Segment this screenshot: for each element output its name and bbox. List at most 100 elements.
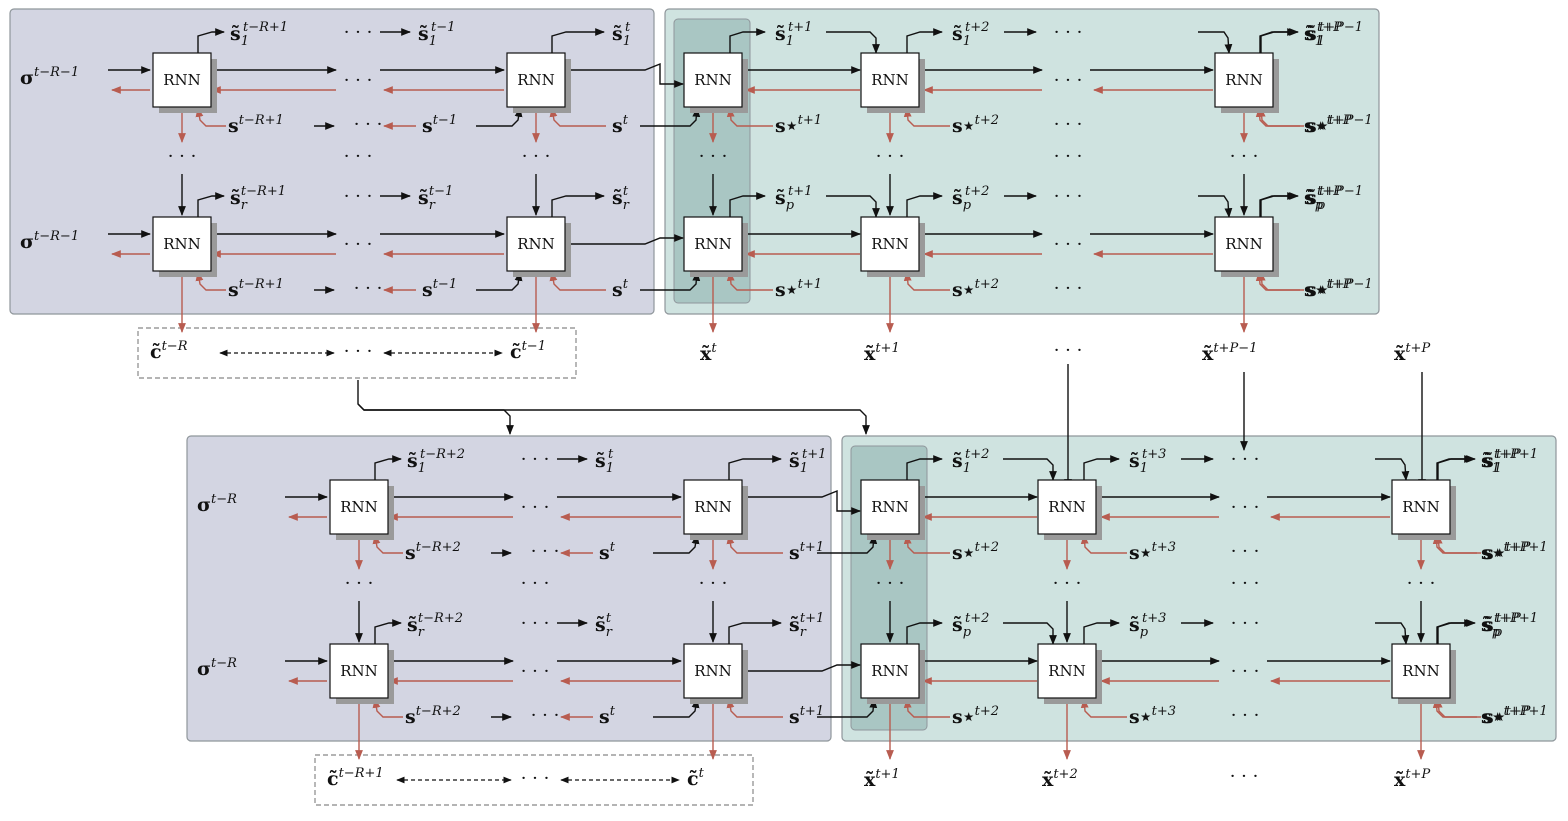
arrow: [1259, 192, 1299, 217]
decoder-target: s⋆t+3: [1129, 540, 1176, 564]
arrow: [817, 534, 878, 554]
input-sigma: σt−R−1: [20, 65, 79, 89]
rnn-label: RNN: [871, 71, 909, 89]
rnn-cell: [329, 479, 389, 535]
decoder-output: s̃1t+P: [1304, 20, 1342, 49]
ellipsis: · · ·: [344, 22, 373, 43]
decoder-output: s̃1t+2: [952, 20, 989, 49]
arrow: [1432, 534, 1477, 554]
ellipsis: · · ·: [344, 341, 373, 362]
arrow: [906, 192, 943, 217]
rnn-label: RNN: [1402, 662, 1440, 680]
prediction-label: x̃t: [700, 341, 717, 365]
ellipsis: · · ·: [521, 573, 550, 594]
ellipsis: · · ·: [531, 541, 560, 562]
rnn-label: RNN: [1225, 235, 1263, 253]
decoder-output: s̃pt+P: [1483, 611, 1521, 640]
rnn-cell: [860, 643, 920, 699]
encoder-output: s̃rt+1: [789, 611, 824, 640]
ellipsis: · · ·: [1054, 234, 1083, 255]
ellipsis: · · ·: [521, 449, 550, 470]
decoder-panel: [841, 435, 1557, 742]
decoder-output: s̃1t+P−1: [1306, 20, 1363, 49]
rnn-cell: [1391, 643, 1451, 699]
arrow: [372, 698, 403, 718]
ellipsis: · · ·: [1231, 541, 1260, 562]
rnn-label: RNN: [871, 498, 909, 516]
ellipsis: · · ·: [1054, 22, 1083, 43]
arrow: [1083, 619, 1120, 644]
arrow: [817, 698, 878, 718]
rnn-label: RNN: [340, 498, 378, 516]
arrow: [195, 107, 226, 127]
arrow: [906, 619, 943, 644]
ellipsis: · · ·: [531, 705, 560, 726]
decoder-panel: [664, 8, 1380, 315]
arrow: [1255, 271, 1300, 291]
arrow: [1083, 455, 1120, 480]
decoder-output: s̃pt+3: [1129, 611, 1166, 640]
arrow: [374, 619, 402, 644]
rnn-label: RNN: [163, 71, 201, 89]
decoder-output: s̃pt+1: [775, 184, 812, 213]
arrow: [726, 271, 773, 291]
context-label: c̃t−1: [510, 339, 546, 363]
rnn-label: RNN: [1225, 71, 1263, 89]
ellipsis: · · ·: [522, 146, 551, 167]
arrow: [640, 107, 701, 127]
arrow: [1198, 31, 1233, 54]
ellipsis: · · ·: [344, 234, 373, 255]
ellipsis: · · ·: [168, 146, 197, 167]
decoder-target: s⋆t+2: [952, 113, 999, 137]
state-input: st: [599, 704, 616, 728]
rnn-cell: [152, 216, 212, 272]
encoder-output: s̃1t−R+1: [230, 20, 288, 49]
rnn-label: RNN: [517, 235, 555, 253]
ellipsis: · · ·: [1407, 573, 1436, 594]
decoder-output: s̃1t+3: [1129, 447, 1166, 476]
ellipsis: · · ·: [1054, 340, 1083, 361]
arrow: [1259, 28, 1299, 53]
encoder-output: s̃rt−R+1: [230, 184, 286, 213]
decoder-output: s̃pt+P: [1304, 184, 1342, 213]
ellipsis: · · ·: [876, 573, 905, 594]
decoder-target: s⋆t+2: [952, 540, 999, 564]
decoder-output: s̃pt+2: [952, 611, 989, 640]
rnn-label: RNN: [163, 235, 201, 253]
rnn-cell: [683, 479, 743, 535]
arrow: [374, 455, 402, 480]
decoder-output: s̃1t+P: [1483, 447, 1521, 476]
arrow: [1436, 455, 1476, 480]
arrow: [903, 534, 950, 554]
arrow: [726, 107, 773, 127]
arrow: [565, 234, 684, 245]
input-sigma: σt−R−1: [20, 229, 79, 253]
decoder-output: s̃1t+P+1: [1481, 447, 1538, 476]
state-input: st−R+2: [405, 540, 461, 564]
decoder-target: s⋆t+3: [1129, 704, 1176, 728]
decoder-target: s⋆t+P: [1304, 277, 1352, 301]
ellipsis: · · ·: [1054, 186, 1083, 207]
arrow: [476, 271, 523, 291]
rnn-cell: [152, 52, 212, 108]
decoder-target: s⋆t+P+1: [1481, 540, 1548, 564]
ellipsis: · · ·: [1230, 146, 1259, 167]
rnn-cell: [1214, 216, 1274, 272]
arrow: [640, 271, 701, 291]
context-box: [137, 327, 577, 379]
encoder-output: s̃1t: [595, 447, 614, 476]
ellipsis: · · ·: [1054, 146, 1083, 167]
rnn-label: RNN: [871, 662, 909, 680]
rnn-cell: [683, 216, 743, 272]
context-box: [314, 754, 754, 806]
rnn-label: RNN: [694, 71, 732, 89]
context-label: c̃t: [687, 766, 705, 790]
ellipsis: · · ·: [1053, 573, 1082, 594]
prediction-label: x̃t+2: [1042, 767, 1078, 791]
ellipsis: · · ·: [1231, 661, 1260, 682]
arrow: [197, 192, 225, 217]
arrow: [1080, 698, 1127, 718]
state-input: st+1: [789, 704, 824, 728]
arrow: [1436, 619, 1476, 644]
